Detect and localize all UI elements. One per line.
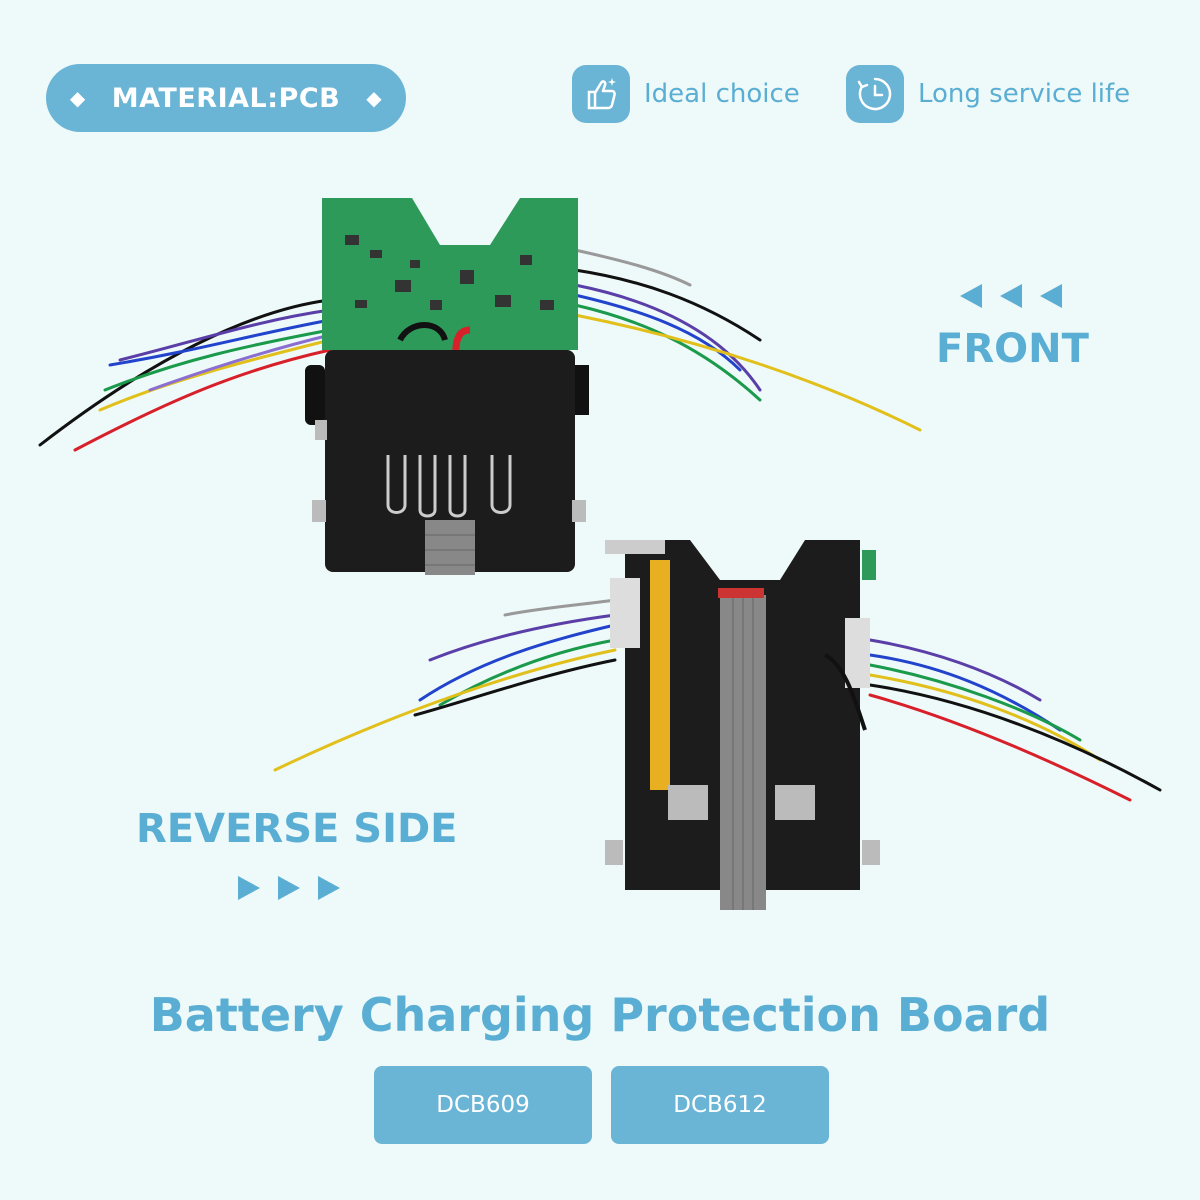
feature-label: Long service life bbox=[918, 79, 1131, 109]
reverse-side-label: REVERSE SIDE bbox=[136, 806, 458, 852]
left-arrows-icon bbox=[960, 284, 1062, 308]
thumbs-up-icon bbox=[572, 65, 630, 123]
material-label: MATERIAL:PCB bbox=[111, 82, 341, 114]
reverse-wires-left bbox=[273, 598, 617, 772]
clock-icon bbox=[846, 65, 904, 123]
feature-label: Ideal choice bbox=[644, 79, 800, 109]
model-tag: DCB609 bbox=[374, 1066, 592, 1144]
front-wires-left bbox=[38, 298, 332, 452]
product-title: Battery Charging Protection Board bbox=[149, 988, 1051, 1042]
feature-long-service-life: Long service life bbox=[846, 64, 1130, 124]
model-tag: DCB612 bbox=[611, 1066, 829, 1144]
right-arrows-icon bbox=[238, 876, 340, 900]
material-badge: ◆ MATERIAL:PCB ◆ bbox=[46, 64, 406, 132]
front-wires-right bbox=[573, 248, 922, 432]
diamond-icon: ◆ bbox=[69, 86, 86, 110]
diamond-icon: ◆ bbox=[366, 86, 383, 110]
reverse-housing bbox=[605, 540, 880, 910]
feature-ideal-choice: Ideal choice bbox=[572, 64, 800, 124]
front-label: FRONT bbox=[936, 326, 1089, 372]
front-housing bbox=[305, 350, 589, 575]
reverse-wires-right bbox=[868, 638, 1162, 802]
